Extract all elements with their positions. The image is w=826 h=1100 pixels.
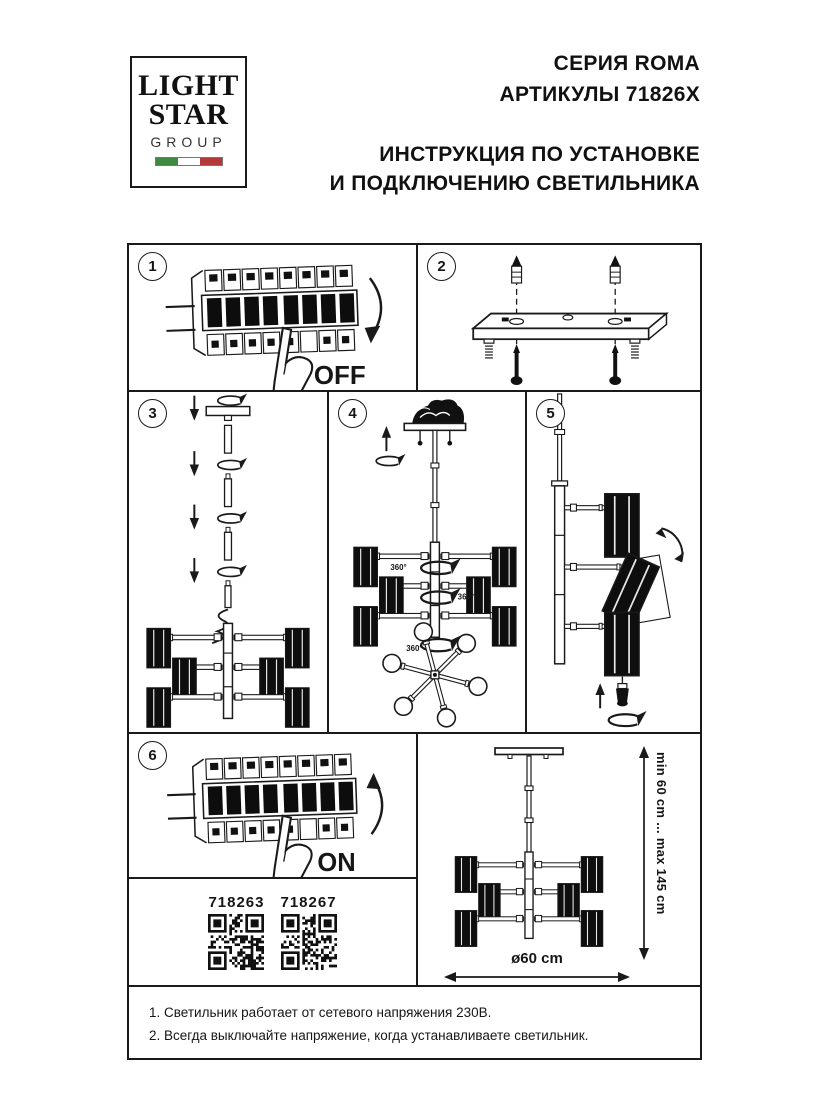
step-3-panel: 3 [127, 390, 329, 734]
breaker-on-drawing: ON [164, 752, 384, 877]
down-arrow-icon [189, 557, 200, 583]
step-2-number: 2 [427, 252, 456, 281]
lamp-shade-icon [603, 611, 641, 677]
step-5-number: 5 [536, 399, 565, 428]
step-3-number: 3 [138, 399, 167, 428]
article-code: 718267 [280, 894, 337, 911]
rotation-angle-label: 360° [390, 563, 406, 572]
up-arrow-icon [381, 426, 392, 453]
on-label: ON [317, 849, 355, 877]
rotation-angle-label: 360° [406, 644, 422, 653]
step-4-panel: 4 [327, 390, 527, 734]
down-arrow-icon [189, 503, 200, 530]
arrowhead [364, 325, 381, 344]
shade-adjust-drawing [551, 393, 685, 728]
chandelier-icon [354, 542, 516, 646]
down-arrow-icon [189, 450, 200, 476]
flag-green [155, 158, 178, 165]
down-arrow-icon [189, 394, 200, 421]
mounting-plate-drawing [470, 255, 669, 386]
step-4-number: 4 [338, 399, 367, 428]
rotation-angle-label: 360° [458, 593, 474, 602]
logo-word-star: STAR [148, 98, 229, 131]
mounting-bracket-icon [470, 311, 669, 341]
qr-code-icon [208, 914, 265, 970]
instruction-title: ИНСТРУКЦИЯ ПО УСТАНОВКЕ И ПОДКЛЮЧЕНИЮ СВ… [330, 140, 700, 198]
dimension-drawing [444, 746, 649, 982]
off-label: OFF [314, 362, 366, 390]
height-dimension-arrow [639, 746, 649, 960]
breaker-off-drawing: OFF [163, 264, 383, 390]
dowel-icon [609, 255, 621, 284]
flag-white [177, 158, 200, 165]
title-line-1: ИНСТРУКЦИЯ ПО УСТАНОВКЕ [379, 143, 700, 166]
side-screw-icon [483, 338, 495, 359]
screw-icon [609, 344, 622, 386]
article-item-right: 718267 [281, 894, 337, 970]
qr-code-icon [280, 914, 337, 970]
lightstar-logo: LIGHT STAR GROUP [130, 56, 247, 188]
up-arrow-icon [595, 683, 606, 710]
chandelier-icon [455, 852, 603, 947]
note-1: 1. Светильник работает от сетевого напря… [149, 1005, 492, 1020]
curved-arrow-down-icon [368, 277, 383, 335]
header: СЕРИЯ ROMA АРТИКУЛЫ 71826X ИНСТРУКЦИЯ ПО… [330, 48, 700, 198]
dowel-icon [511, 255, 523, 284]
rotate-arrow-icon [607, 711, 647, 728]
rotate-arrow-icon [216, 393, 247, 407]
articles-line: АРТИКУЛЫ 71826X [499, 83, 700, 106]
series-line: СЕРИЯ ROMA [553, 52, 700, 75]
hanging-rotation-drawing: 360° 360° 360° [329, 399, 525, 728]
dimensions-panel: min 60 cm ... max 145 cm ø60 cm [416, 732, 702, 987]
series-title: СЕРИЯ ROMA АРТИКУЛЫ 71826X [330, 48, 700, 110]
logo-word-group: GROUP [150, 134, 227, 150]
rotate-arrow-icon [216, 565, 247, 578]
flag-red [199, 158, 222, 165]
rotate-arrow-icon [216, 458, 247, 471]
screw-icon [510, 344, 523, 386]
step-5-panel: 5 [525, 390, 702, 734]
top-view-star-icon [382, 622, 488, 728]
step-1-panel: 1 OFF [127, 243, 418, 392]
step-6-number: 6 [138, 741, 167, 770]
articles-panel: 718263 718267 [127, 877, 418, 987]
notes-panel: 1. Светильник работает от сетевого напря… [127, 985, 702, 1060]
diameter-dimension-arrow [444, 972, 630, 982]
article-item-left: 718263 [208, 894, 265, 970]
light-bulb-icon [615, 676, 629, 707]
rotate-arrow-icon [216, 511, 247, 524]
height-range-label: min 60 cm ... max 145 cm [654, 752, 669, 915]
step-1-number: 1 [138, 252, 167, 281]
steps-grid: 1 OFF 2 [127, 243, 702, 1060]
logo-word-light: LIGHT [138, 69, 239, 102]
chandelier-icon [147, 623, 309, 727]
diameter-label: ø60 cm [511, 950, 563, 967]
arrowhead [366, 772, 381, 790]
lamp-shade-icon [603, 492, 641, 559]
title-line-2: И ПОДКЛЮЧЕНИЮ СВЕТИЛЬНИКА [329, 172, 700, 195]
step-6-panel: 6 ON [127, 732, 418, 879]
side-screw-icon [629, 338, 641, 359]
article-code: 718263 [208, 894, 265, 911]
rotate-arrow-icon [375, 454, 406, 467]
rod-assembly-drawing [129, 393, 327, 732]
note-2: 2. Всегда выключайте напряжение, когда у… [149, 1027, 589, 1043]
step-2-panel: 2 [416, 243, 702, 392]
italian-flag-icon [154, 157, 223, 166]
